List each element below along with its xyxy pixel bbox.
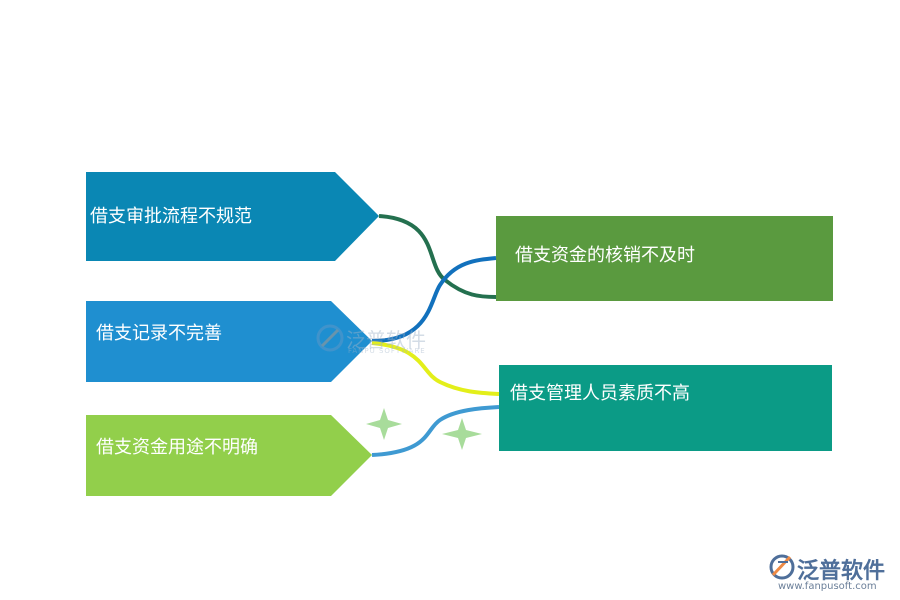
watermark-logo-icon — [316, 324, 344, 352]
sparkle-decoration — [442, 418, 482, 450]
right-node-shape — [496, 216, 833, 301]
fanpu-logo-icon — [769, 554, 795, 580]
watermark-text: 泛普软件 — [346, 328, 426, 352]
left-node-shape — [86, 415, 372, 496]
left-node-shape — [86, 301, 372, 382]
right-node-shape — [499, 365, 832, 451]
left-node-shape — [86, 172, 379, 261]
logo-name: 泛普软件 — [797, 559, 886, 584]
sparkle-decoration — [366, 408, 402, 440]
connector-line — [371, 405, 500, 457]
connector-line — [371, 256, 497, 343]
connector-line — [378, 214, 497, 299]
connector-line — [371, 341, 500, 396]
logo-url: www.fanpusoft.com — [778, 581, 877, 592]
watermark-subtext: FANPU SOFTWARE — [348, 347, 426, 355]
